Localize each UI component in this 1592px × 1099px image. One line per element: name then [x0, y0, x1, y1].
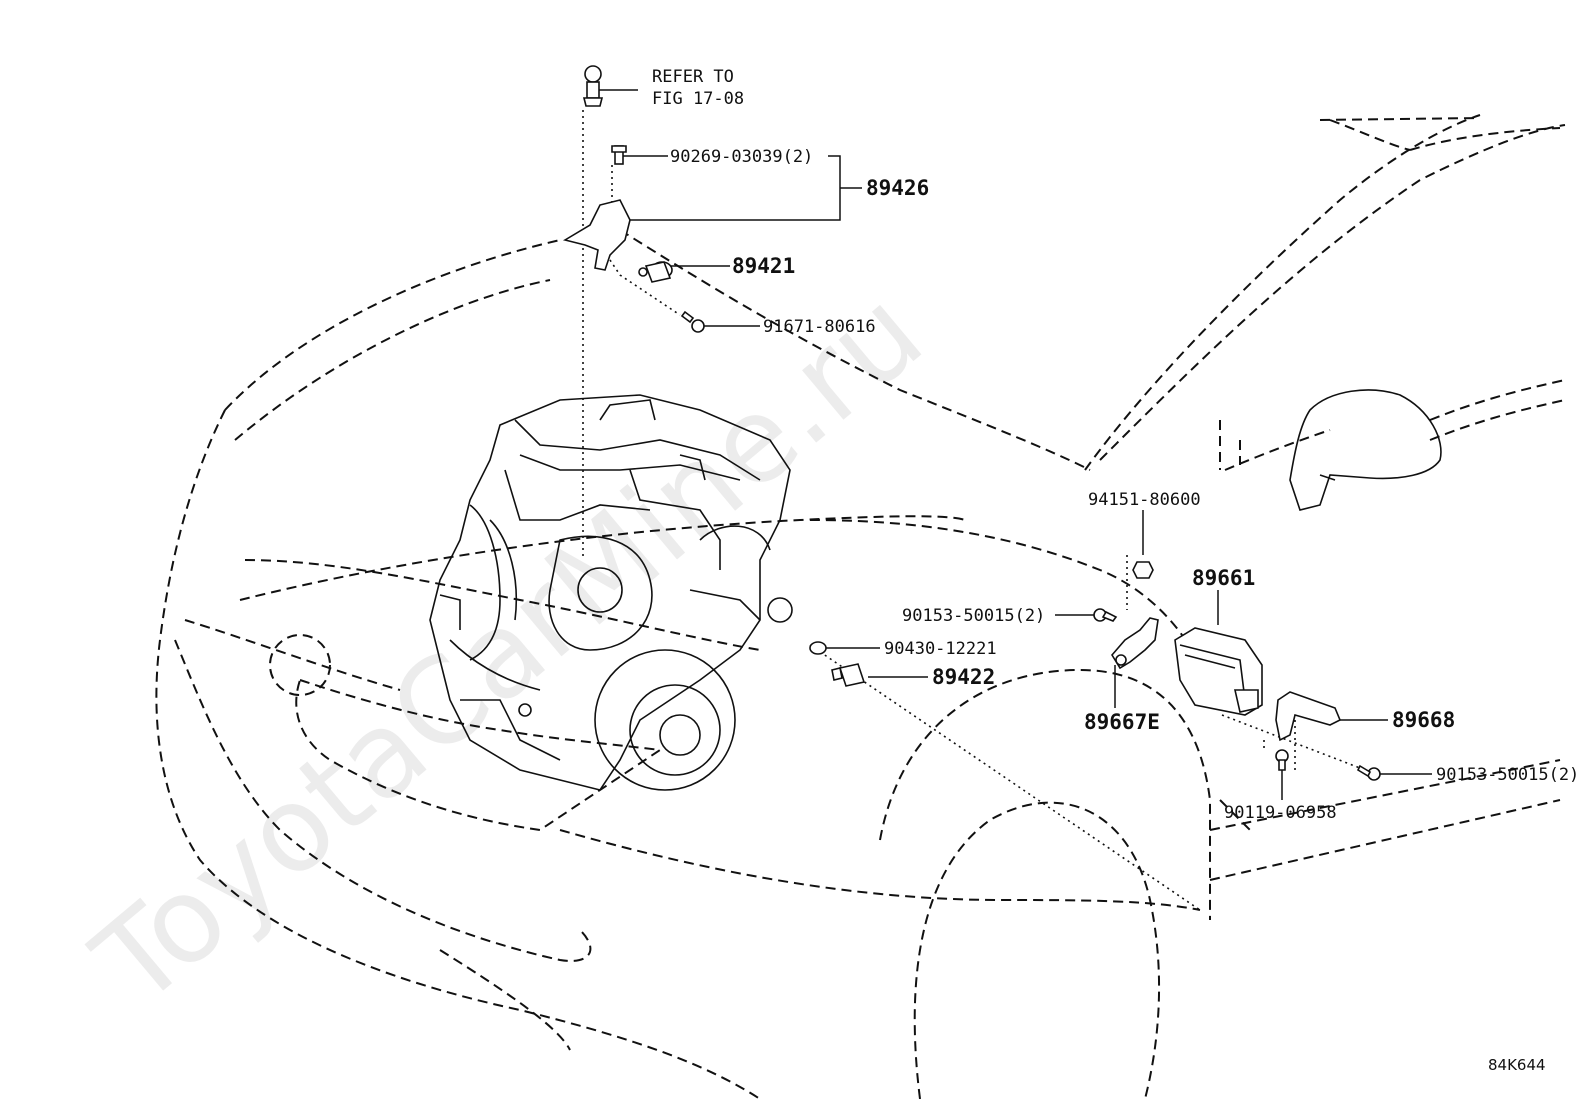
callout-89661: 89661	[1192, 566, 1255, 590]
bolt-90119	[1275, 749, 1289, 771]
callout-89668: 89668	[1392, 708, 1455, 732]
bracket-89426	[562, 199, 631, 271]
callout-89667e: 89667E	[1084, 710, 1160, 734]
callout-90153-50015-a: 90153-50015(2)	[902, 606, 1045, 626]
bracket-89668	[1275, 691, 1342, 742]
small-parts	[562, 65, 1381, 781]
callout-90269-03039: 90269-03039(2)	[670, 147, 813, 167]
washer-90430	[809, 641, 827, 655]
sensor-89422	[831, 663, 866, 687]
car-body-outline	[155, 114, 1566, 1099]
bolt-90153-b	[1356, 764, 1381, 781]
callout-91671-80616: 91671-80616	[763, 317, 876, 337]
sensor-89421	[638, 261, 673, 283]
callout-89421: 89421	[732, 254, 795, 278]
refer-note-line1: REFER TO	[652, 67, 734, 87]
figure-code: 84K644	[1488, 1056, 1546, 1074]
ecu-89661	[1174, 627, 1263, 716]
callout-94151-80600: 94151-80600	[1088, 490, 1201, 510]
clip-part	[582, 65, 604, 107]
refer-note-line2: FIG 17-08	[652, 89, 744, 109]
callout-90153-50015-b: 90153-50015(2)	[1436, 765, 1579, 785]
bolt-90153-a	[1093, 608, 1118, 622]
bolt-90269	[611, 145, 627, 165]
engine-assembly	[429, 394, 793, 791]
bolt-91671	[680, 310, 705, 333]
callout-90119-06958: 90119-06958	[1224, 803, 1337, 823]
callout-labels: REFER TO FIG 17-08 90269-03039(2) 89426 …	[652, 67, 1579, 1074]
callout-89426: 89426	[866, 176, 929, 200]
nut-94151	[1132, 561, 1154, 579]
callout-90430-12221: 90430-12221	[884, 639, 997, 659]
callout-89422: 89422	[932, 665, 995, 689]
